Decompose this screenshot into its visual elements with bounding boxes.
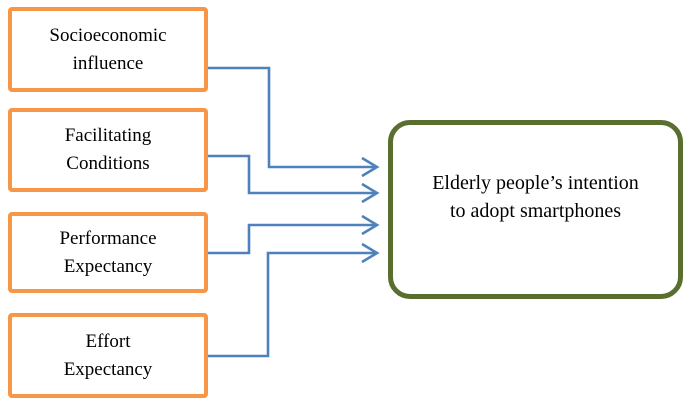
arrowhead-icon: [361, 214, 380, 236]
factor-label-line: Expectancy: [63, 358, 153, 380]
arrow-shaft: [208, 154, 377, 195]
arrow-shaft: [208, 251, 377, 358]
outcome-box-elderly-intention: Elderly people’s intention to adopt smar…: [388, 120, 683, 299]
factor-label-line: Expectancy: [63, 255, 153, 277]
arrow-facilitating-to-outcome: [208, 154, 380, 204]
outcome-label-line: Elderly people’s intention: [432, 171, 639, 194]
factor-box-socioeconomic-influence: Socioeconomic influence: [8, 7, 208, 92]
factor-label-line: Facilitating: [64, 125, 152, 146]
arrowhead-icon: [361, 156, 380, 178]
factor-box-facilitating-conditions: Facilitating Conditions: [8, 108, 208, 192]
factor-box-effort-expectancy: Effort Expectancy: [8, 313, 208, 398]
factor-label-line: Performance: [59, 227, 157, 249]
arrow-effort-to-outcome: [208, 242, 380, 358]
arrowhead-icon: [361, 182, 380, 204]
factor-box-performance-expectancy: Performance Expectancy: [8, 212, 208, 293]
factor-label-line: Effort: [85, 330, 131, 352]
arrow-performance-to-outcome: [208, 214, 380, 255]
arrowhead-icon: [361, 242, 380, 264]
factor-label-line: Conditions: [66, 153, 150, 174]
factor-label-line: influence: [72, 52, 144, 74]
outcome-label-line: to adopt smartphones: [449, 199, 622, 222]
arrow-shaft: [208, 223, 377, 255]
factor-label-line: Socioeconomic: [49, 24, 167, 46]
arrow-socioeconomic-to-outcome: [208, 66, 380, 178]
arrow-shaft: [208, 66, 377, 169]
